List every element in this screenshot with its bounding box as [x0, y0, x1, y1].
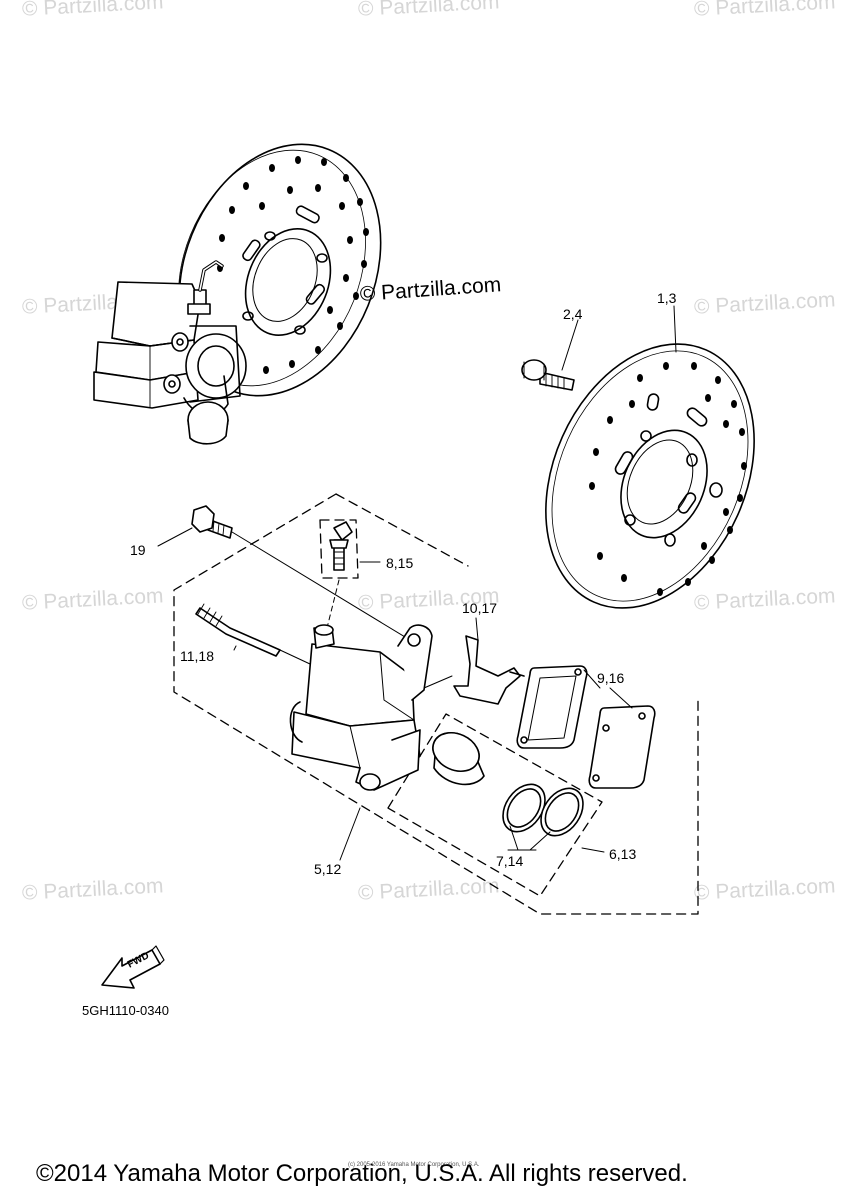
fwd-arrow-icon	[101, 945, 165, 989]
caliper-body	[289, 624, 453, 791]
callout-11-18: 11,18	[180, 648, 214, 664]
callout-19: 19	[130, 542, 146, 558]
assembled-brake-caliper	[93, 260, 247, 445]
small-copyright: (c) 2005-2016 Yamaha Motor Corporation, …	[348, 1162, 480, 1168]
brake-disc	[545, 343, 755, 609]
pad-support-spring	[453, 635, 525, 705]
brake-pad-outer	[588, 705, 656, 789]
bleed-screw	[325, 521, 353, 633]
assembled-brake-disc	[178, 143, 382, 397]
disc-bolt	[521, 359, 575, 391]
caliper-assembly-boundary	[173, 493, 699, 915]
piston-seal	[502, 783, 546, 833]
callout-1-3: 1,3	[657, 290, 677, 306]
callout-10-17: 10,17	[462, 600, 498, 616]
brake-pad-inner	[516, 665, 588, 749]
callout-8-15: 8,15	[386, 555, 414, 571]
caliper-piston	[432, 731, 485, 786]
callout-2-4: 2,4	[563, 306, 583, 322]
dust-seal	[540, 787, 584, 837]
callout-7-14: 7,14	[496, 853, 524, 869]
callout-6-13: 6,13	[609, 846, 637, 862]
leader-lines	[157, 305, 677, 861]
caliper-bolt	[191, 505, 411, 641]
caliper-pin	[195, 603, 311, 665]
diagram-code: 5GH1110-0340	[82, 1003, 169, 1018]
callout-5-12: 5,12	[314, 861, 342, 877]
callout-9-16: 9,16	[597, 670, 625, 686]
copyright-notice: ©2014 Yamaha Motor Corporation, U.S.A. A…	[36, 1160, 688, 1187]
